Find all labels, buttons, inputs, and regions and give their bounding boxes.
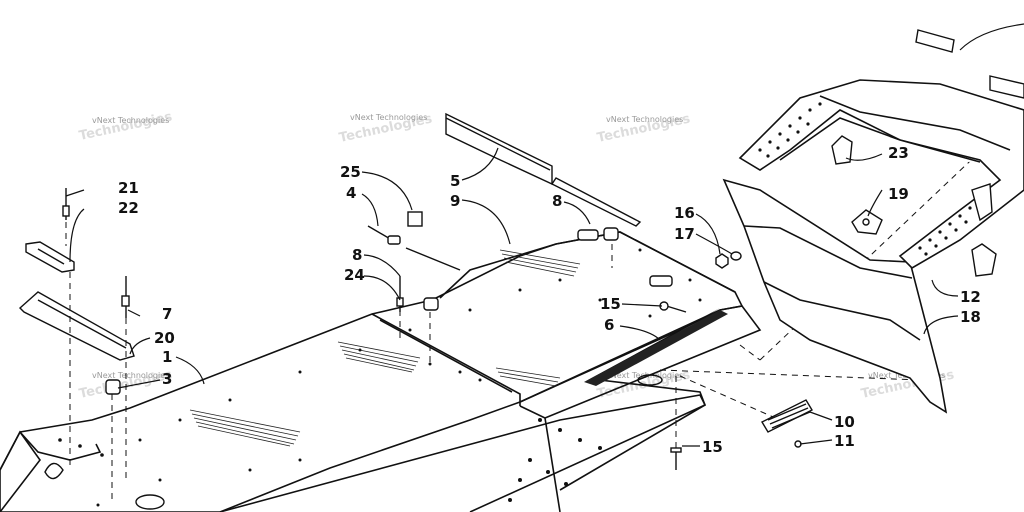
- callout-21: 21: [118, 179, 139, 197]
- bolt-15a: [659, 301, 687, 313]
- tunnel-panel: [0, 231, 762, 512]
- callout-labels: 21 22 7 20 1 3 25 4 5 9 8 24 8 15 6 16 1…: [118, 144, 981, 456]
- bolt-7: [121, 276, 130, 318]
- plug-3: [105, 379, 121, 395]
- callout-11: 11: [834, 432, 855, 450]
- bolt-15b: [670, 447, 682, 470]
- callout-23: 23: [888, 144, 909, 162]
- callout-7: 7: [162, 305, 172, 323]
- surface-hatching: [189, 249, 581, 447]
- callout-15b: 15: [702, 438, 723, 456]
- rear-bumper-12: [738, 79, 1024, 270]
- bumper-hatching: [758, 102, 972, 256]
- callout-10: 10: [834, 413, 855, 431]
- rivet-holes: [58, 248, 702, 507]
- cap-8b: [577, 227, 619, 241]
- callout-20: 20: [154, 329, 175, 347]
- callout-12: 12: [960, 288, 981, 306]
- callout-6: 6: [604, 316, 614, 334]
- foam-strip-5: [445, 112, 553, 186]
- callout-22: 22: [118, 199, 139, 217]
- bolt-21: [62, 188, 70, 220]
- callout-16: 16: [674, 204, 695, 222]
- bolt-24: [396, 276, 404, 312]
- watermark: vNext Technologies: [606, 115, 683, 124]
- watermark-shadow: Technologies: [78, 109, 174, 143]
- rod-4: [367, 225, 461, 271]
- callout-8a: 8: [352, 246, 362, 264]
- callout-1: 1: [162, 348, 172, 366]
- washer-17: [730, 251, 742, 261]
- rear-flap-18: [722, 178, 948, 414]
- callout-8b: 8: [552, 192, 562, 210]
- callout-5: 5: [450, 172, 460, 190]
- leader-lines: [65, 23, 1024, 447]
- clip-23: [831, 135, 853, 165]
- strip-9: [550, 177, 642, 227]
- watermark: vNext Technologies: [92, 371, 169, 380]
- bracket-on-deck: [649, 275, 673, 287]
- callout-15a: 15: [600, 295, 621, 313]
- callout-4: 4: [346, 184, 356, 202]
- bracket-22: [25, 241, 75, 273]
- callout-3: 3: [162, 370, 172, 388]
- grille-10: [761, 399, 813, 433]
- bracket-20: [18, 291, 135, 361]
- decal-pads: [915, 29, 1024, 99]
- callout-9: 9: [450, 192, 460, 210]
- callout-25: 25: [340, 163, 361, 181]
- callout-18: 18: [960, 308, 981, 326]
- callout-19: 19: [888, 185, 909, 203]
- watermark: vNext Technologies: [350, 113, 427, 122]
- cap-8a: [423, 297, 439, 311]
- callout-17: 17: [674, 225, 695, 243]
- callout-24: 24: [344, 266, 365, 284]
- nut-16: [715, 253, 729, 269]
- square-pad-25: [407, 211, 423, 227]
- dark-decal-6: [584, 308, 728, 386]
- clip-19: [851, 209, 883, 235]
- tunnel-cutouts: [44, 374, 663, 510]
- clip-12: [971, 183, 997, 277]
- watermark: vNext Technologies: [92, 116, 169, 125]
